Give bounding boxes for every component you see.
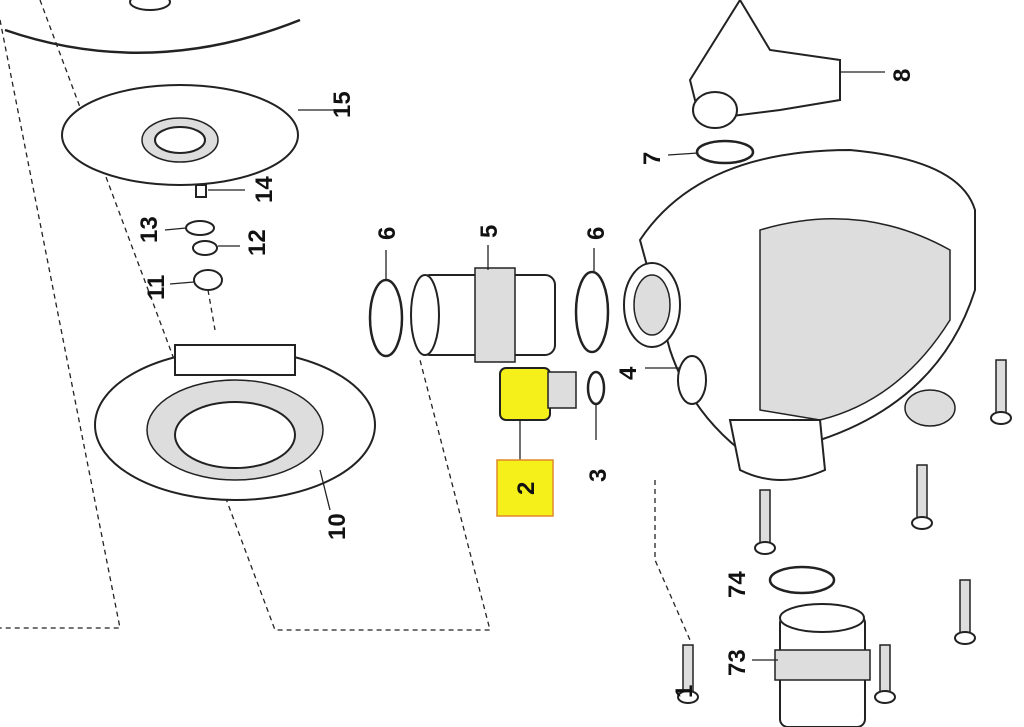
part-5-union-fitting — [410, 245, 556, 363]
label-5: 5 — [476, 225, 503, 238]
label-12: 12 — [244, 229, 271, 256]
part-6-o-ring-right — [574, 270, 610, 354]
assembly-guide-lines — [0, 0, 691, 641]
small-hardware — [164, 184, 245, 291]
label-15: 15 — [329, 91, 356, 118]
label-14: 14 — [251, 176, 278, 203]
label-10: 10 — [324, 513, 351, 540]
label-8: 8 — [889, 69, 916, 82]
screws-part-1 — [677, 359, 1012, 704]
label-11: 11 — [143, 275, 170, 300]
label-6-right: 6 — [583, 227, 610, 240]
part-2-highlight-box[interactable] — [496, 459, 554, 517]
part-3-washer — [586, 370, 606, 406]
label-1: 1 — [671, 685, 698, 698]
pump-housing — [623, 148, 976, 481]
part-2-drain-plug — [499, 367, 577, 460]
part-labels: 15 14 13 12 11 6 5 6 7 8 4 10 2 3 74 73 … — [136, 69, 916, 698]
part-15-diffuser-plate — [61, 84, 335, 186]
part-7-o-ring — [695, 139, 755, 165]
label-74: 74 — [724, 571, 751, 598]
part-10-volute — [94, 344, 376, 511]
label-73: 73 — [724, 649, 751, 676]
part-74-o-ring — [768, 565, 836, 595]
label-7: 7 — [639, 152, 666, 165]
part-73-threaded-nipple — [752, 603, 871, 727]
top-gasket-ring — [4, 0, 301, 54]
part-8-handle — [688, 0, 885, 129]
label-13: 13 — [136, 216, 163, 243]
label-4: 4 — [615, 366, 642, 380]
label-2[interactable]: 2 — [513, 482, 540, 495]
part-6-o-ring-left — [368, 278, 404, 358]
label-3: 3 — [585, 469, 612, 482]
label-6-left: 6 — [374, 227, 401, 240]
